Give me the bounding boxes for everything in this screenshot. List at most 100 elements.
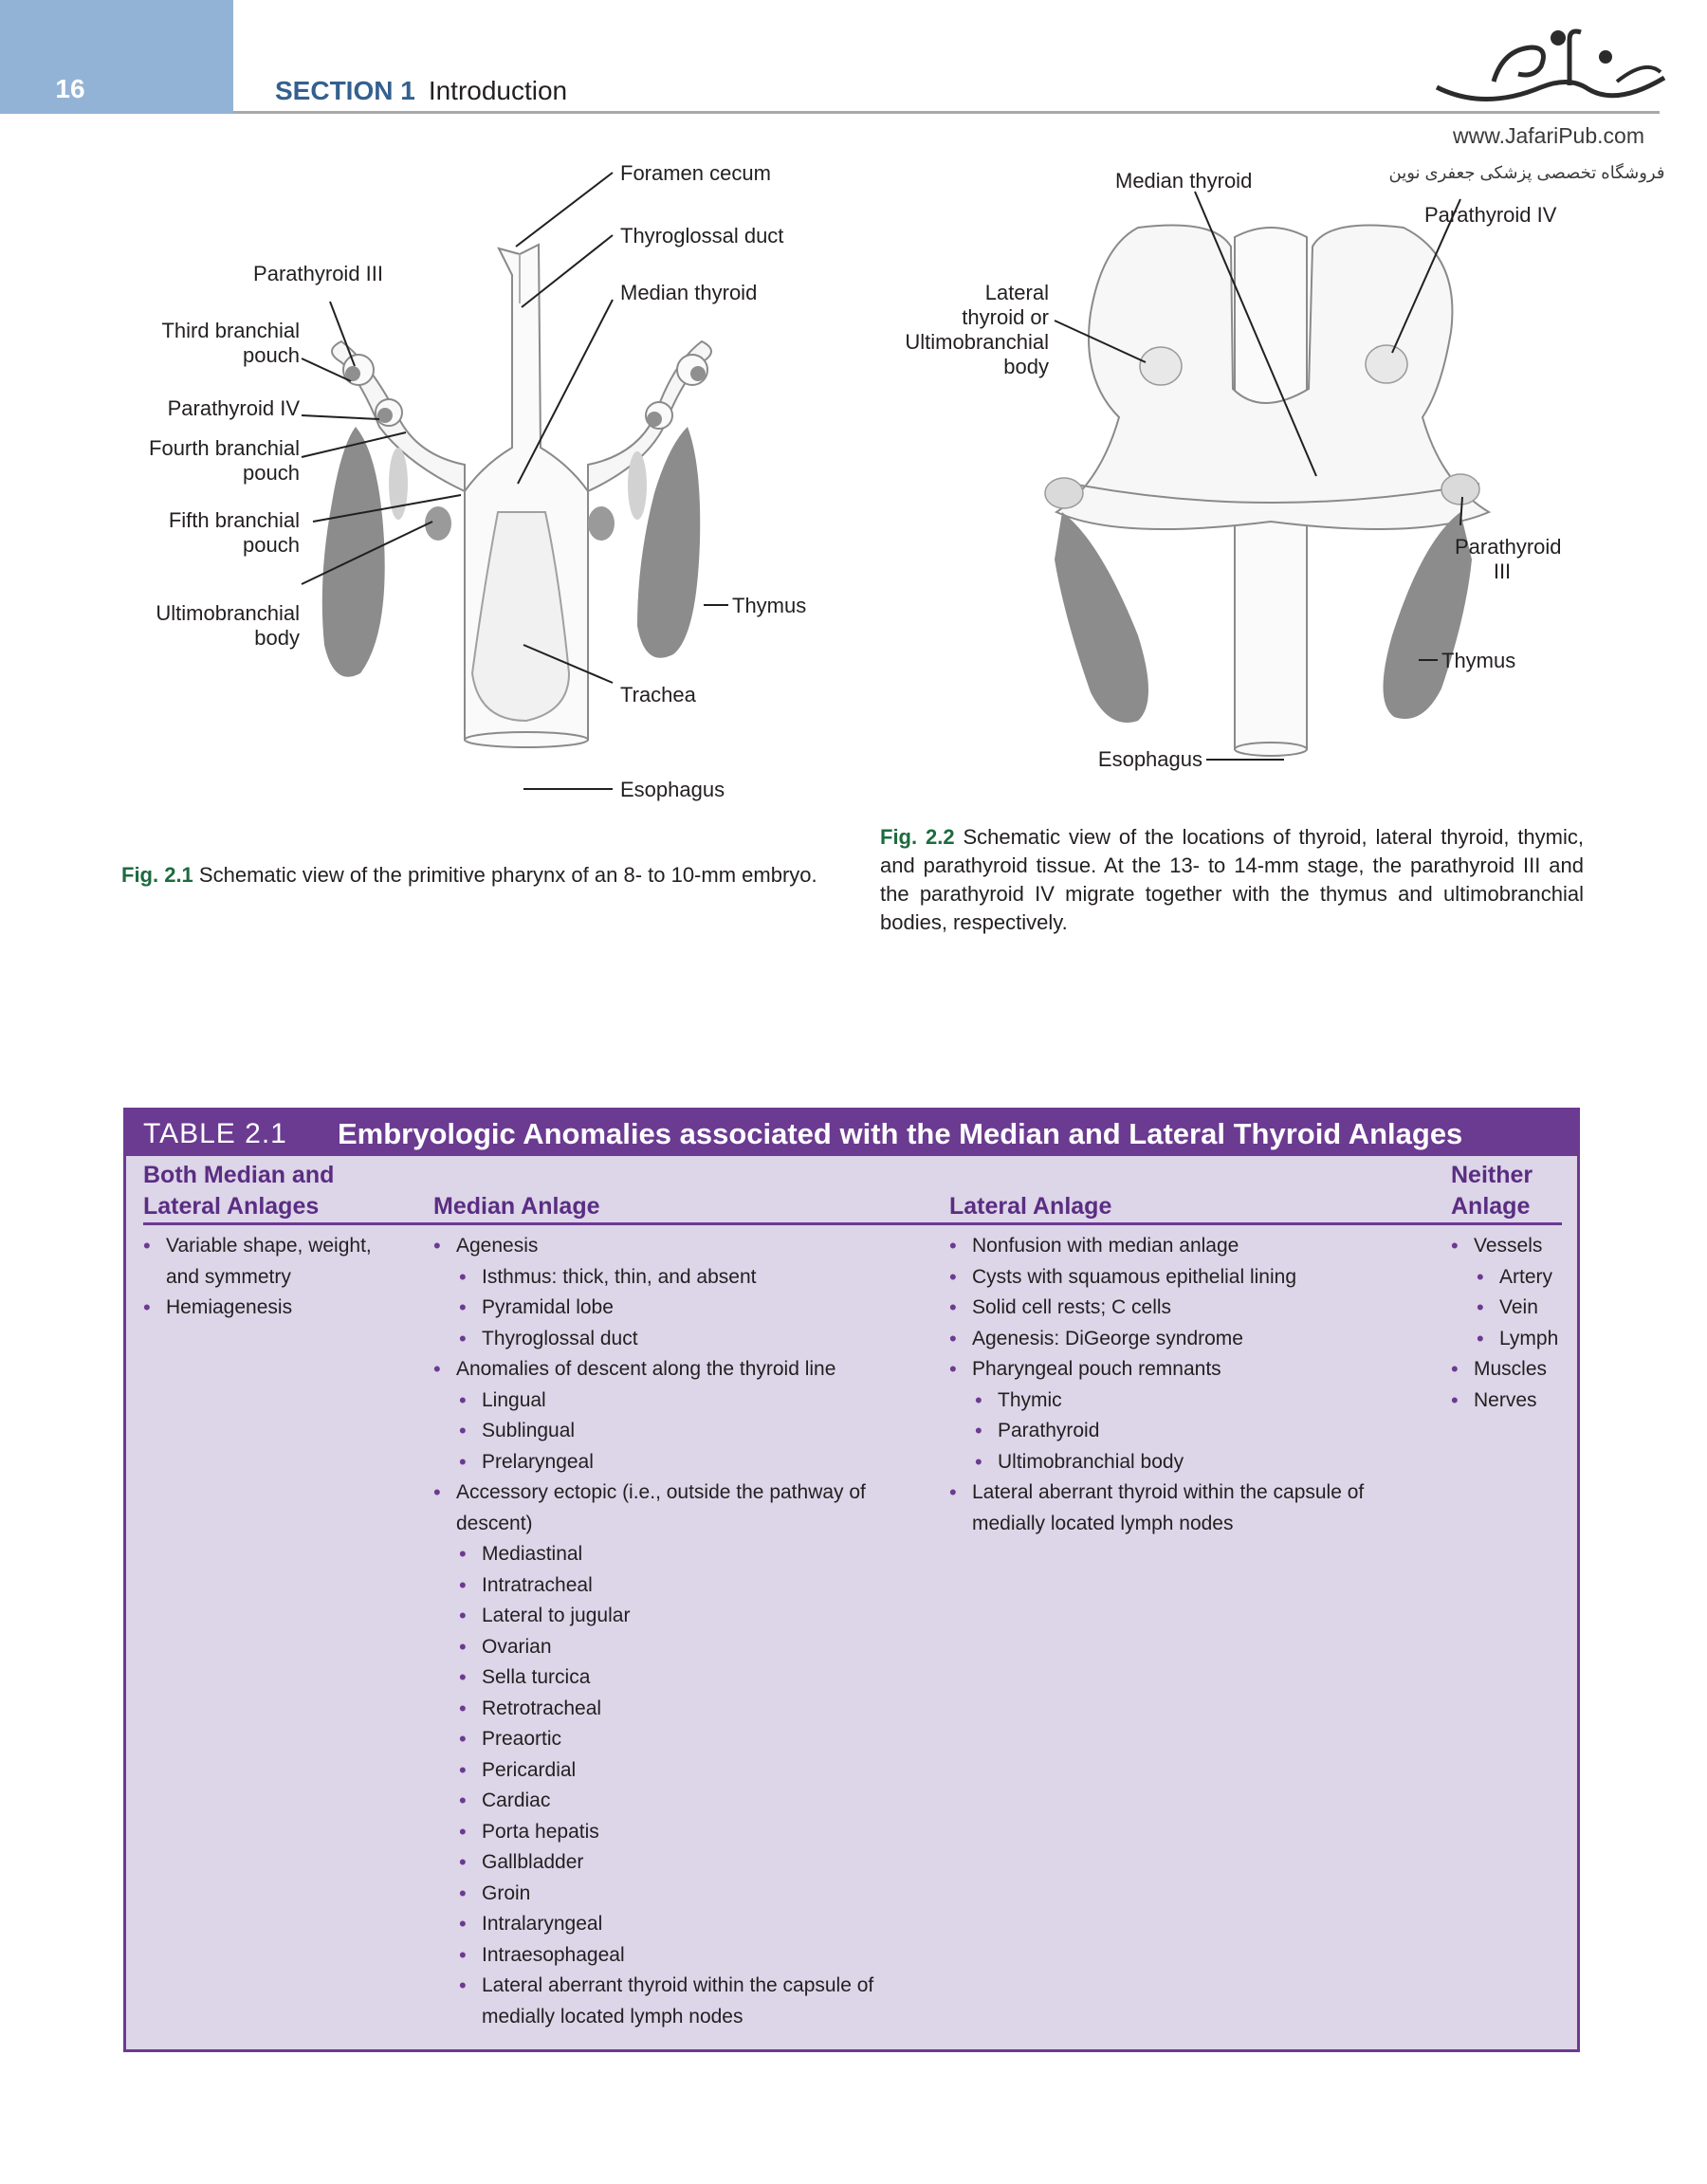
publisher-logo	[1435, 28, 1666, 101]
figure-2-1-caption-text: Schematic view of the primitive pharynx …	[198, 863, 817, 887]
table-header-rule	[143, 1222, 1562, 1225]
list-item: medially located lymph nodes	[482, 2005, 743, 2028]
list-item: Intraesophageal	[459, 1940, 908, 1972]
list-item: Intratracheal	[459, 1570, 908, 1602]
list-item: Variable shape, weight,	[143, 1231, 418, 1262]
figure-2-1-number: Fig. 2.1	[121, 863, 193, 887]
column-both-list: Variable shape, weight, and symmetryHemia…	[143, 1231, 418, 1324]
list-item: Sublingual	[459, 1416, 908, 1447]
list-item: Groin	[459, 1879, 908, 1910]
list-item: Lateral aberrant thyroid within the caps…	[459, 1971, 908, 2002]
label-median-thyroid: Median thyroid	[620, 281, 757, 304]
column-header-neither: Neither Anlage	[1451, 1160, 1574, 1222]
figure-2-1-drawing: Foramen cecum Thyroglossal duct Median t…	[149, 161, 806, 801]
table-2-1: TABLE 2.1 Embryologic Anomalies associat…	[123, 1108, 1580, 2052]
header-rule	[233, 111, 1660, 114]
label-ultimobranchial-1: Ultimobranchial	[156, 601, 300, 625]
list-item: Prelaryngeal	[459, 1447, 908, 1478]
leader-lines	[1054, 191, 1463, 761]
column-header-neither-line1: Neither	[1451, 1162, 1533, 1188]
list-item: Preaortic	[459, 1724, 908, 1755]
label-thymus: Thymus	[732, 594, 806, 617]
page-number: 16	[55, 74, 85, 103]
list-item: and symmetry	[166, 1265, 291, 1288]
list-item: Cysts with squamous epithelial lining	[949, 1262, 1423, 1294]
list-item: Vessels	[1451, 1231, 1574, 1262]
list-item: Muscles	[1451, 1354, 1574, 1386]
label-thyroglossal-duct: Thyroglossal duct	[620, 224, 783, 248]
label-fourth-pouch-1: Fourth branchial	[149, 436, 300, 460]
label-foramen-cecum: Foramen cecum	[620, 161, 771, 185]
label-parathyroid-iii-1: Parathyroid	[1455, 535, 1562, 559]
column-header-both: Both Median and Lateral Anlages	[143, 1160, 390, 1222]
list-item: Solid cell rests; C cells	[949, 1293, 1423, 1324]
list-item: Cardiac	[459, 1786, 908, 1817]
publisher-tagline: فروشگاه تخصصی پزشکی جعفری نوین	[1388, 163, 1665, 182]
pharynx-illustration	[321, 243, 712, 748]
label-lateral-4: body	[1003, 355, 1049, 378]
list-item: Pericardial	[459, 1755, 908, 1787]
list-item: Parathyroid	[975, 1416, 1423, 1447]
column-median-list: AgenesisIsthmus: thick, thin, and absent…	[433, 1231, 908, 2032]
figure-2-1-caption: Fig. 2.1 Schematic view of the primitive…	[121, 861, 828, 890]
list-item: Porta hepatis	[459, 1817, 908, 1848]
label-parathyroid-iv: Parathyroid IV	[1424, 203, 1557, 227]
figure-2-2-number: Fig. 2.2	[880, 825, 955, 849]
figure-2-2-drawing: Median thyroid Parathyroid IV Lateral th…	[905, 169, 1562, 771]
label-parathyroid-iii: Parathyroid III	[253, 262, 383, 285]
label-ultimobranchial-2: body	[254, 626, 300, 650]
label-third-pouch-1: Third branchial	[161, 319, 300, 342]
list-item: Lymph	[1477, 1324, 1574, 1355]
list-item: Pyramidal lobe	[459, 1293, 908, 1324]
label-fifth-pouch-1: Fifth branchial	[169, 508, 300, 532]
label-lateral-3: Ultimobranchial	[905, 330, 1049, 354]
thyroid-illustration	[1044, 224, 1492, 757]
list-item: Hemiagenesis	[143, 1293, 418, 1324]
column-header-neither-line2: Anlage	[1451, 1193, 1531, 1220]
list-item: Intralaryngeal	[459, 1909, 908, 1940]
column-header-median: Median Anlage	[433, 1193, 600, 1220]
list-item: medially located lymph nodes	[972, 1512, 1234, 1534]
label-lateral-2: thyroid or	[962, 305, 1049, 329]
label-parathyroid-iv: Parathyroid IV	[168, 396, 301, 420]
list-item: Lingual	[459, 1386, 908, 1417]
list-item: Lateral aberrant thyroid within the caps…	[949, 1477, 1423, 1509]
list-item: Isthmus: thick, thin, and absent	[459, 1262, 908, 1294]
table-title: Embryologic Anomalies associated with th…	[338, 1117, 1463, 1150]
list-item: Retrotracheal	[459, 1694, 908, 1725]
list-item: Ovarian	[459, 1632, 908, 1663]
list-item: Thymic	[975, 1386, 1423, 1417]
figure-2-2-caption-text: Schematic view of the locations of thyro…	[880, 825, 1584, 934]
label-median-thyroid: Median thyroid	[1115, 169, 1252, 193]
label-trachea: Trachea	[620, 683, 697, 707]
section-title: Introduction	[428, 76, 568, 105]
column-lateral-list: Nonfusion with median anlageCysts with s…	[949, 1231, 1423, 1539]
figure-2-2-caption: Fig. 2.2 Schematic view of the locations…	[880, 823, 1584, 937]
list-item: Vein	[1477, 1293, 1574, 1324]
label-parathyroid-iii-2: III	[1494, 560, 1511, 583]
page-number-box	[0, 0, 233, 114]
column-header-lateral: Lateral Anlage	[949, 1193, 1112, 1220]
list-item: Mediastinal	[459, 1539, 908, 1570]
table-number: TABLE 2.1	[143, 1118, 287, 1149]
table-title-bar: TABLE 2.1 Embryologic Anomalies associat…	[126, 1110, 1577, 1156]
list-item: Nonfusion with median anlage	[949, 1231, 1423, 1262]
list-item: Nerves	[1451, 1386, 1574, 1417]
label-esophagus: Esophagus	[1098, 747, 1202, 771]
label-thymus: Thymus	[1441, 649, 1515, 672]
list-item: Agenesis	[433, 1231, 908, 1262]
list-item: Sella turcica	[459, 1662, 908, 1694]
label-fifth-pouch-2: pouch	[243, 533, 300, 557]
list-item: Gallbladder	[459, 1847, 908, 1879]
list-item: Lateral to jugular	[459, 1601, 908, 1632]
label-fourth-pouch-2: pouch	[243, 461, 300, 485]
list-item: Pharyngeal pouch remnants	[949, 1354, 1423, 1386]
column-neither-list: VesselsArteryVeinLymphMusclesNerves	[1451, 1231, 1574, 1416]
publisher-url: www.JafariPub.com	[1453, 123, 1644, 148]
list-item: Anomalies of descent along the thyroid l…	[433, 1354, 908, 1386]
list-item: Agenesis: DiGeorge syndrome	[949, 1324, 1423, 1355]
label-lateral-1: Lateral	[985, 281, 1049, 304]
list-item: Accessory ectopic (i.e., outside the pat…	[433, 1477, 908, 1509]
column-header-both-line2: Lateral Anlages	[143, 1193, 320, 1220]
